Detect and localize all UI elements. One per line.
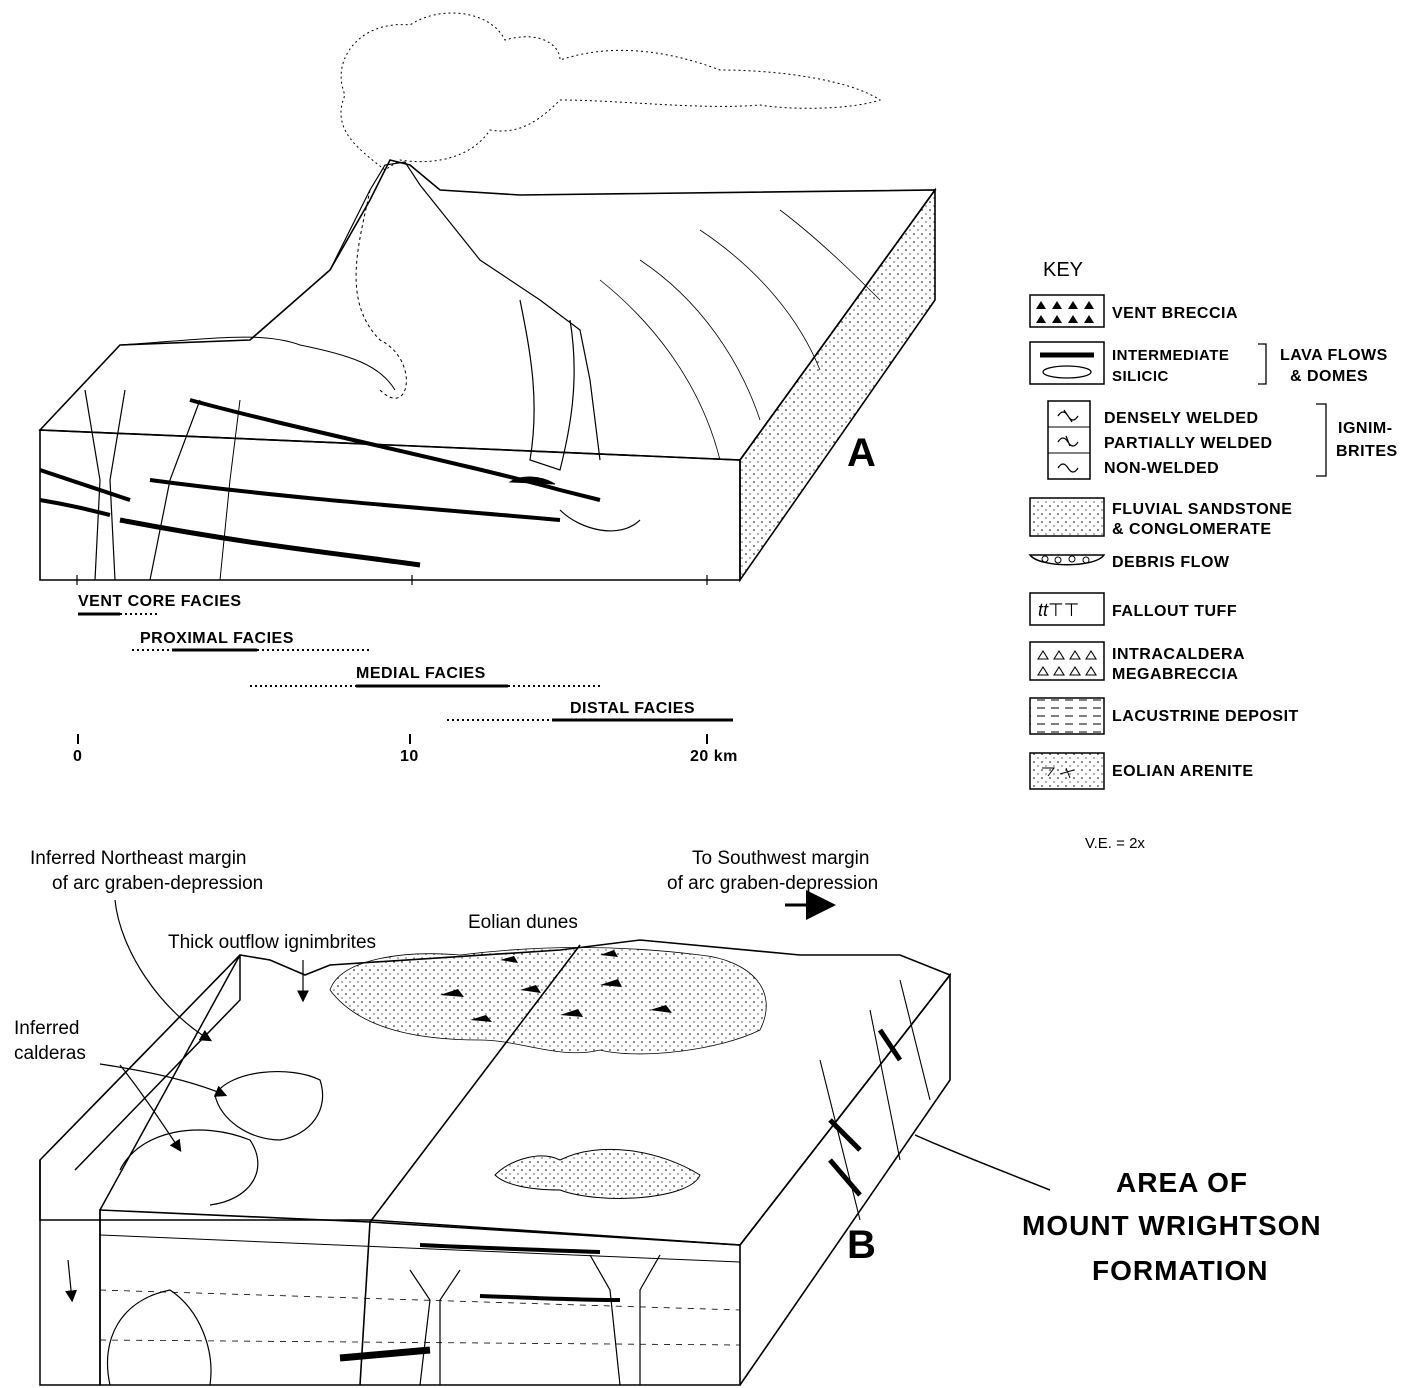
distance-scale: 0 10 20 km (73, 734, 738, 765)
svg-text:tt⊤⊤: tt⊤⊤ (1038, 600, 1079, 620)
proximal-facies-label: PROXIMAL FACIES (140, 630, 294, 647)
panel-a-label: A (847, 431, 876, 475)
key-lacustrine: LACUSTRINE DEPOSIT (1112, 708, 1299, 725)
ne-margin-label-2: of arc graben-depression (52, 873, 263, 894)
key-intracaldera-1: INTRACALDERA (1112, 646, 1245, 663)
panel-a-block (40, 13, 935, 585)
distal-facies-label: DISTAL FACIES (570, 700, 695, 717)
swatch-ignimbrites (1048, 401, 1090, 479)
key-intermediate: INTERMEDIATE (1112, 347, 1229, 364)
panel-b-block (40, 940, 950, 1385)
key-eolian: EOLIAN ARENITE (1112, 763, 1254, 780)
key-non-welded: NON-WELDED (1104, 460, 1219, 477)
caldera-1 (215, 1072, 323, 1140)
sw-margin-label-2: of arc graben-depression (667, 873, 878, 894)
area-label-3: FORMATION (1092, 1255, 1268, 1286)
vent-core-facies-label: VENT CORE FACIES (78, 593, 242, 610)
key-ign-group-2: BRITES (1336, 443, 1398, 460)
key-title: KEY (1043, 259, 1083, 281)
thick-outflow-label: Thick outflow ignimbrites (168, 932, 376, 953)
calderas-label-2: calderas (14, 1043, 86, 1064)
swatch-fluvial (1030, 498, 1104, 536)
swatch-megabreccia (1030, 642, 1104, 680)
area-label-2: MOUNT WRIGHTSON (1022, 1210, 1322, 1241)
dune-field (330, 948, 766, 1054)
key-vent-breccia: VENT BRECCIA (1112, 305, 1238, 322)
swatch-lacustrine (1030, 698, 1104, 734)
scale-tick-10: 10 (400, 748, 419, 765)
area-leader (915, 1135, 1050, 1190)
ne-margin-label-1: Inferred Northeast margin (30, 848, 247, 869)
calderas-label-1: Inferred (14, 1018, 79, 1039)
caldera-2 (120, 1130, 258, 1205)
key-silicic: SILICIC (1112, 368, 1169, 385)
key-partially-welded: PARTIALLY WELDED (1104, 435, 1273, 452)
key-lava-group-1: LAVA FLOWS (1280, 347, 1388, 364)
facies-bars: VENT CORE FACIES PROXIMAL FACIES MEDIAL … (78, 593, 733, 720)
eruption-cloud (341, 13, 880, 170)
key-debris-flow: DEBRIS FLOW (1112, 554, 1230, 571)
key-lava-group-2: & DOMES (1290, 368, 1368, 385)
area-label-1: AREA OF (1116, 1167, 1248, 1198)
scale-tick-0: 0 (73, 748, 82, 765)
eolian-dunes-label: Eolian dunes (468, 912, 578, 933)
key-fluvial-2: & CONGLOMERATE (1112, 521, 1272, 538)
sw-margin-label-1: To Southwest margin (692, 848, 869, 869)
medial-facies-label: MEDIAL FACIES (356, 665, 486, 682)
panel-b-label: B (847, 1223, 876, 1267)
key-fluvial-1: FLUVIAL SANDSTONE (1112, 501, 1292, 518)
volcano-edifice (330, 162, 600, 460)
key-intracaldera-2: MEGABRECCIA (1112, 666, 1238, 683)
key-densely-welded: DENSELY WELDED (1104, 410, 1259, 427)
side-face-a (740, 190, 935, 580)
vertical-exaggeration: V.E. = 2x (1085, 835, 1145, 852)
ne-margin-leader (115, 900, 210, 1040)
scale-tick-20: 20 km (690, 748, 738, 765)
swatch-debris-flow (1030, 555, 1104, 565)
key-ign-group-1: IGNIM- (1338, 420, 1393, 437)
central-dome (495, 1149, 700, 1198)
front-face-b (100, 1210, 740, 1385)
key-fallout-tuff: FALLOUT TUFF (1112, 603, 1237, 620)
legend-key: KEY VENT BRECCIA INTERMEDIATE SILICIC LA… (1030, 259, 1398, 852)
